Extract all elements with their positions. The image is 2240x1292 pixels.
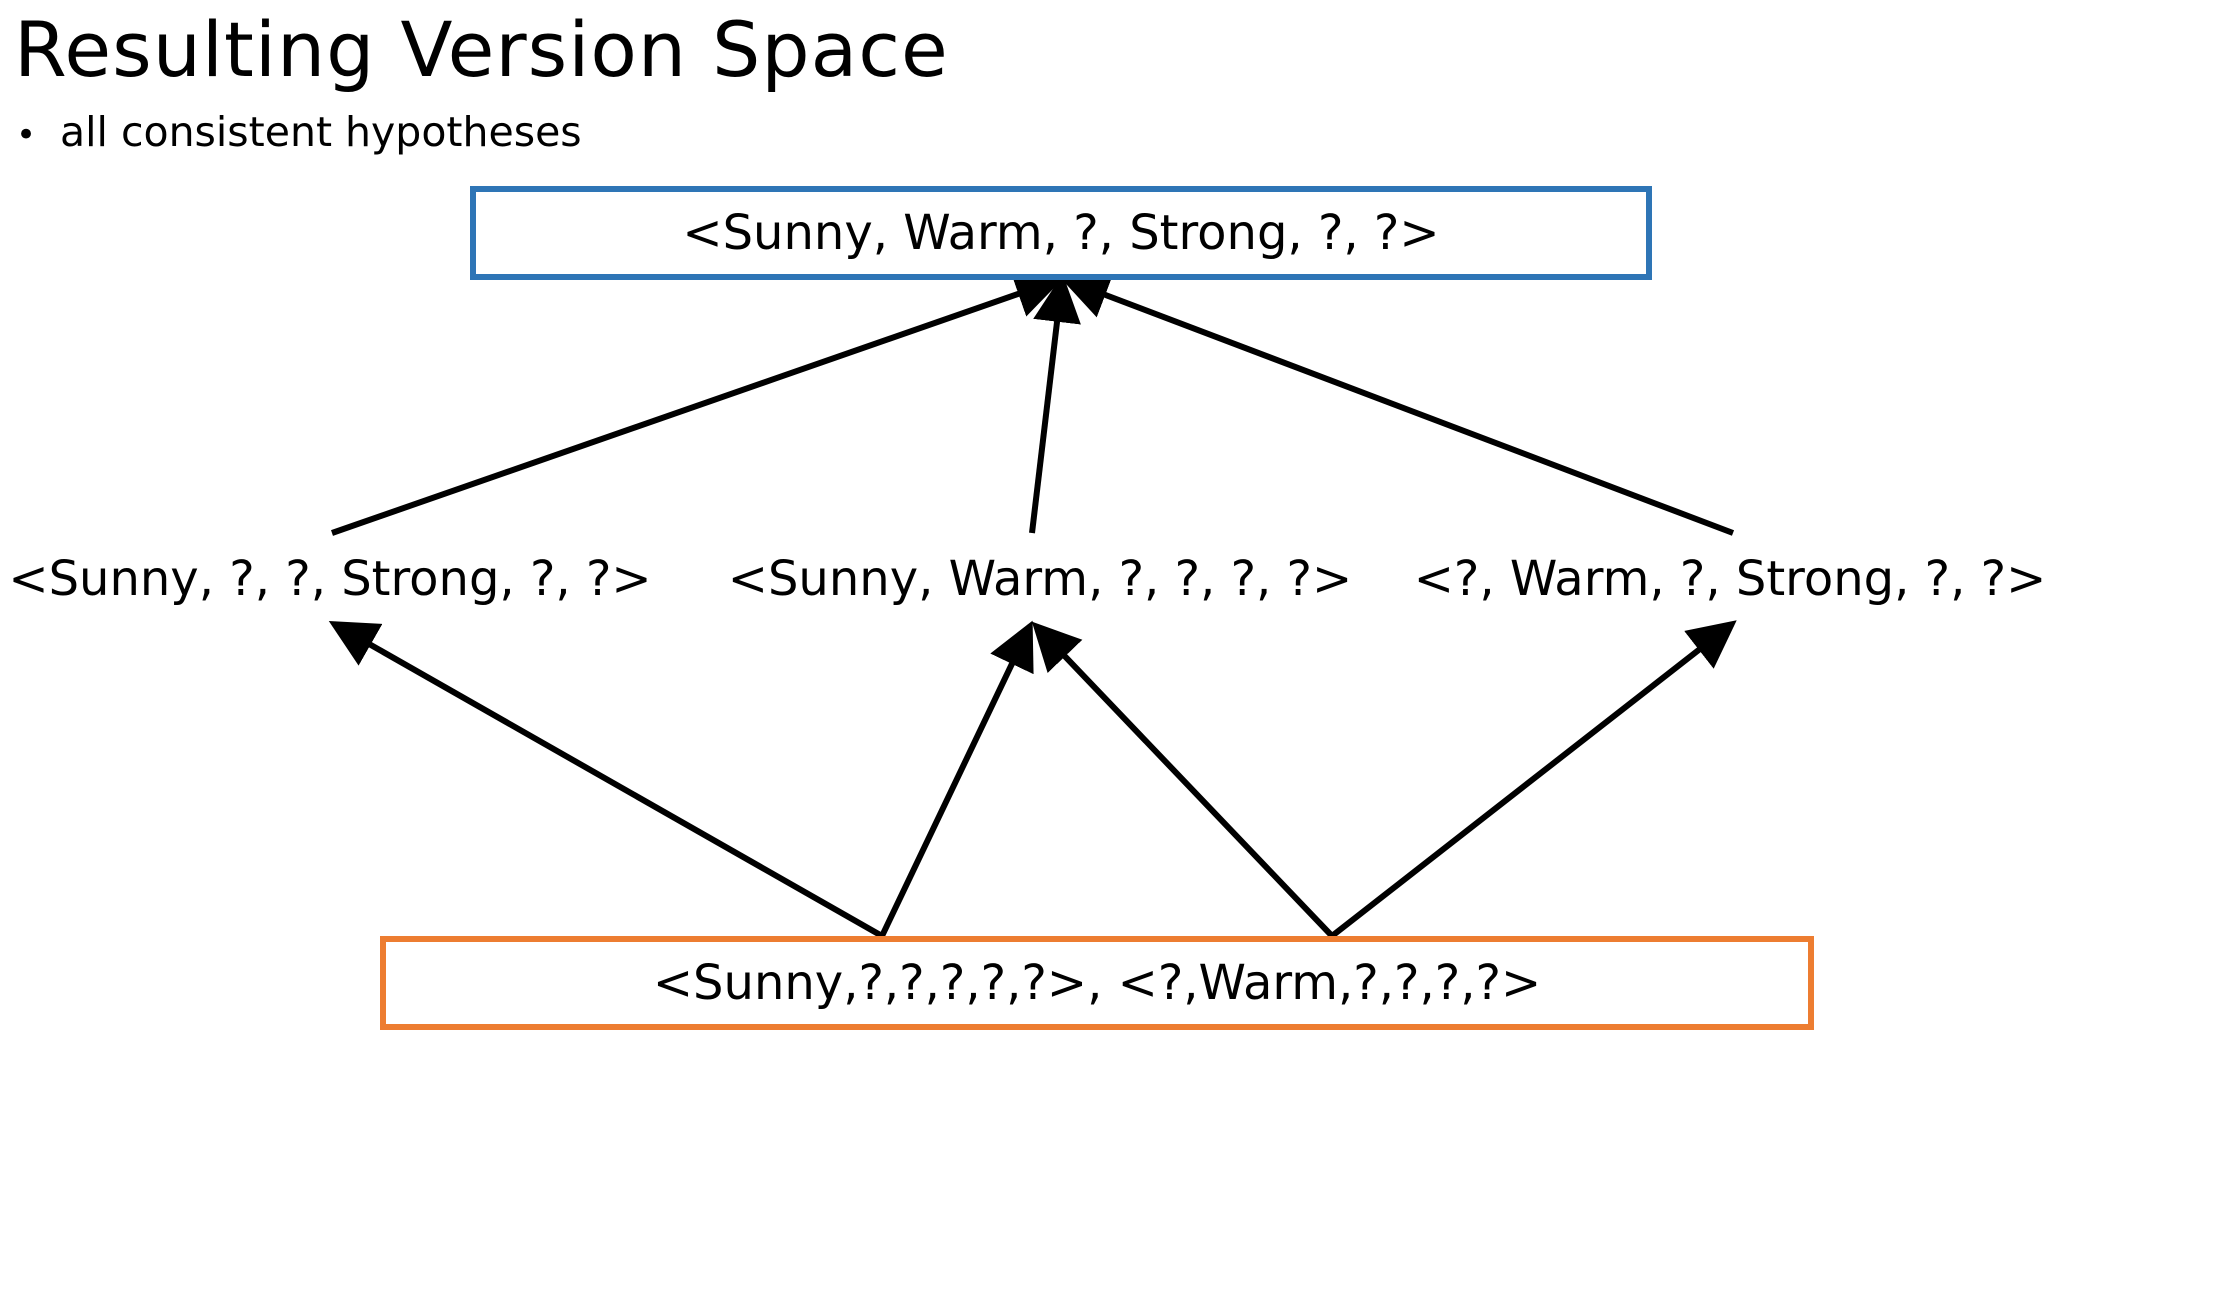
- edge-middle-right-to-general: [1060, 272, 1735, 536]
- specific-boundary-hypotheses: <Sunny,?,?,?,?,?>, <?,Warm,?,?,?,?>: [652, 955, 1542, 1011]
- bullet-text: all consistent hypotheses: [60, 108, 582, 156]
- middle-left-hypothesis: <Sunny, ?, ?, Strong, ?, ?>: [8, 551, 652, 607]
- edge-middle-center-to-general: [1029, 274, 1081, 534]
- edge-specific-second-to-middle-right: [1330, 620, 1737, 939]
- edge-specific-second-to-middle-center: [1031, 621, 1335, 939]
- edge-specific-first-to-middle-left: [328, 621, 884, 939]
- edge-specific-first-to-middle-center: [879, 620, 1034, 938]
- general-boundary-hypothesis: <Sunny, Warm, ?, Strong, ?, ?>: [682, 205, 1440, 261]
- middle-right-hypothesis: <?, Warm, ?, Strong, ?, ?>: [1413, 551, 2047, 607]
- page-title: Resulting Version Space: [14, 5, 949, 94]
- middle-center-hypothesis: <Sunny, Warm, ?, ?, ?, ?>: [727, 551, 1353, 607]
- bullet-item: • all consistent hypotheses: [16, 104, 582, 163]
- bullet-dot-icon: •: [16, 115, 37, 155]
- specific-boundary-box: <Sunny,?,?,?,?,?>, <?,Warm,?,?,?,?>: [380, 936, 1814, 1030]
- edge-middle-left-to-general: [331, 271, 1064, 536]
- general-boundary-box: <Sunny, Warm, ?, Strong, ?, ?>: [470, 186, 1652, 280]
